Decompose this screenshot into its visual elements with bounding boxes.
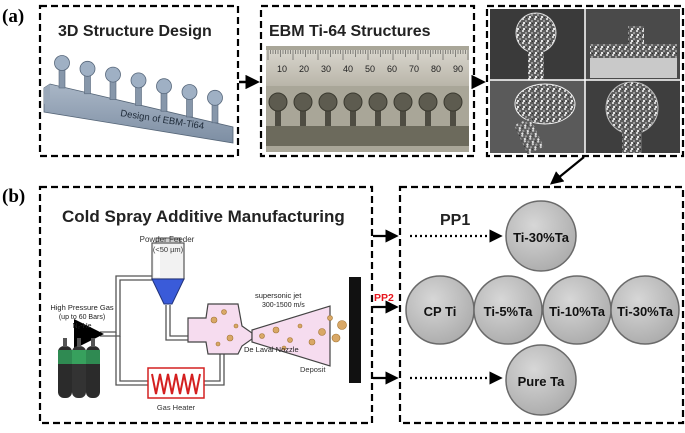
nozzle-chamber (187, 303, 253, 355)
cad-model-posts (54, 55, 223, 124)
sample-circle (505, 200, 577, 272)
cold-spray-box (38, 185, 374, 425)
ruler-tick-label: 90 (453, 64, 463, 74)
ruler-tick-label: 50 (365, 64, 375, 74)
ruler-tick-label: 70 (409, 64, 419, 74)
sample-label: Ti-5%Ta (484, 304, 533, 319)
gas-heater-label: Gas Heater (157, 403, 196, 412)
de-laval-nozzle-shape (251, 305, 331, 367)
ruler-tick-label: 80 (431, 64, 441, 74)
jet-label-2: 300-1500 m/s (262, 302, 305, 309)
ruler-ticks (267, 50, 469, 60)
cold-spray-schematic: Powder Feeder (<50 µm) High Pressure Gas… (50, 235, 361, 412)
pp1-label: PP1 (440, 212, 470, 229)
nozzle-label: De Laval Nozzle (244, 345, 299, 354)
gas-label-2: (up to 60 Bars) (59, 314, 105, 321)
sample-circle (473, 275, 543, 345)
jet-label-1: supersonic jet (255, 291, 302, 300)
pp2-label: PP2 (374, 292, 394, 304)
sem-box (485, 4, 685, 158)
powder-feeder-label: Powder Feeder (140, 235, 195, 244)
ruler-tick-label: 30 (321, 64, 331, 74)
panel-a-label: (a) (2, 6, 24, 27)
sample-label: CP Ti (424, 304, 457, 319)
pp1-sample: Ti-30%Ta (505, 200, 577, 272)
pp2-sample-ti-30ta: Ti-30%Ta (610, 275, 680, 345)
ruler-labels: 10 20 30 40 50 60 70 80 90 (277, 64, 463, 74)
sample-circle (505, 344, 577, 416)
arrow-sem-to-samples (549, 156, 585, 185)
particle-size-label: (<50 µm) (153, 245, 184, 254)
pp2-samples: CP Ti Ti-5%Ta Ti-10%Ta Ti-30%Ta (405, 275, 680, 345)
pp2-sample-ti-10ta: Ti-10%Ta (542, 275, 612, 345)
sample-label: Ti-10%Ta (549, 304, 606, 319)
ruler-tick-label: 60 (387, 64, 397, 74)
design-box (38, 4, 240, 158)
powder-hopper (151, 278, 185, 305)
design-box-title: 3D Structure Design (58, 23, 212, 40)
pp2-sample-cp-ti: CP Ti (405, 275, 475, 345)
ruler-tick-label: 40 (343, 64, 353, 74)
ebm-photo: 10 20 30 40 50 60 70 80 90 (266, 46, 469, 152)
pure-ta-sample: Pure Ta (505, 344, 577, 416)
substrate (349, 277, 361, 383)
sample-label: Ti-30%Ta (513, 230, 570, 245)
sample-label: Pure Ta (518, 374, 565, 389)
cold-spray-title: Cold Spray Additive Manufacturing (62, 207, 345, 226)
gas-label-3: N₂-He (72, 323, 91, 330)
gas-cylinders (58, 338, 100, 398)
sample-label: Ti-30%Ta (617, 304, 674, 319)
deposit-label: Deposit (300, 365, 326, 374)
gas-label-1: High Pressure Gas (50, 303, 114, 312)
ruler-tick-label: 20 (299, 64, 309, 74)
panel-b-label: (b) (2, 186, 25, 207)
ebm-photo-posts (268, 92, 463, 126)
structures-box-title: EBM Ti-64 Structures (269, 23, 431, 40)
sem-images (490, 9, 680, 155)
sample-circle (610, 275, 680, 345)
cad-model-image: Design of EBM-Ti64 (43, 55, 234, 144)
ruler-tick-label: 10 (277, 64, 287, 74)
samples-box (398, 185, 685, 425)
heater-coil (151, 373, 201, 395)
powder-particles (210, 309, 347, 351)
pp2-sample-ti-5ta: Ti-5%Ta (473, 275, 543, 345)
